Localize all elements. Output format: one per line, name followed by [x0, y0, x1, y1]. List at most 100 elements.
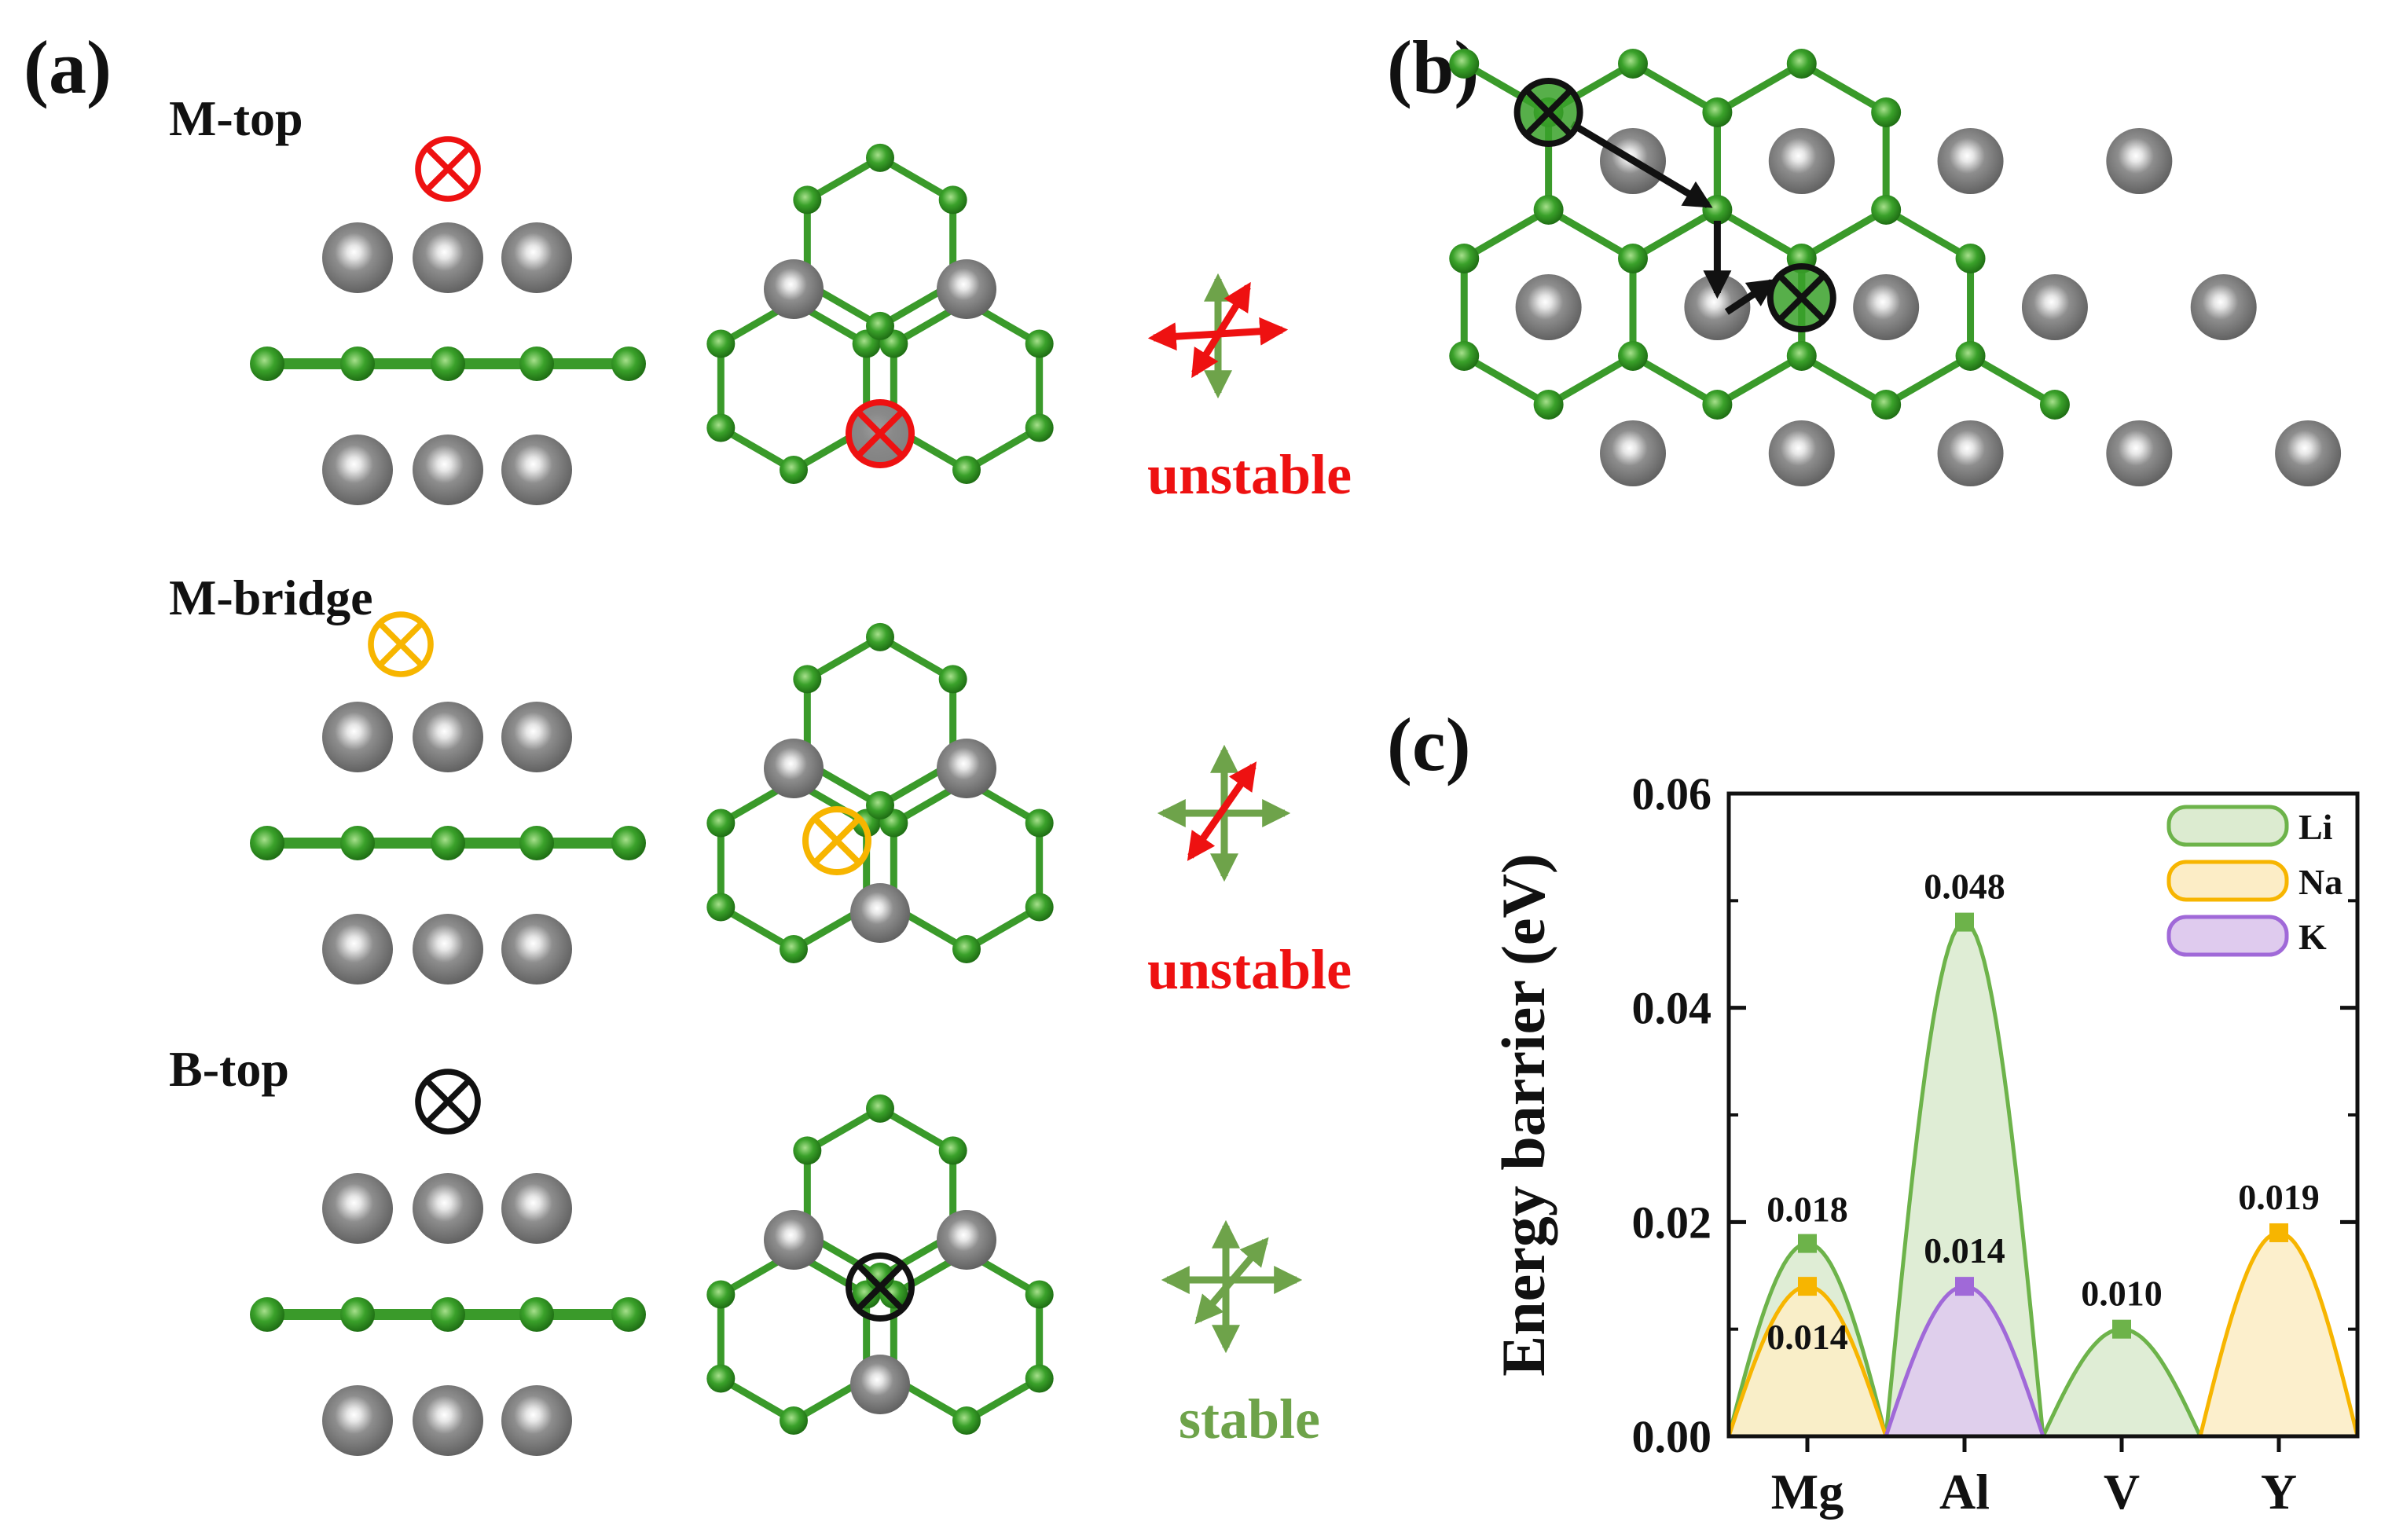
boron-atom — [1955, 244, 1986, 273]
x-tick-label: Y — [2261, 1464, 2297, 1520]
boron-atom — [779, 1406, 808, 1436]
metal-atom — [322, 434, 393, 505]
boron-atom — [1871, 195, 1902, 225]
metal-atom — [322, 222, 393, 293]
metal-atom — [937, 1210, 996, 1270]
boron-atom — [866, 143, 894, 172]
side-view-site-marker — [415, 1069, 481, 1135]
site-name-label: B-top — [169, 1041, 289, 1097]
metal-atom — [764, 1210, 824, 1270]
metal-atom — [322, 914, 393, 984]
x-tick-label: Al — [1939, 1464, 1990, 1520]
legend-swatch — [2166, 915, 2289, 957]
path-arrow — [1570, 121, 1713, 208]
boron-atom — [611, 1297, 646, 1332]
metal-atom — [1684, 274, 1751, 340]
data-label: 0.048 — [1924, 867, 2005, 907]
metal-atom — [1600, 420, 1666, 486]
boron-atom — [938, 665, 967, 694]
y-tick-label: 0.00 — [1632, 1411, 1712, 1462]
hump-fill-li — [2043, 1329, 2200, 1436]
boron-atom — [1702, 195, 1733, 225]
metal-atom — [2021, 274, 2088, 340]
side-view-site-marker — [368, 611, 434, 677]
boron-atom — [866, 1094, 894, 1123]
metal-atom — [501, 222, 572, 293]
boron-atom — [1871, 390, 1902, 420]
stability-arrows — [1161, 1219, 1303, 1354]
bond — [1713, 352, 1806, 409]
metal-atom — [413, 702, 483, 772]
stability-arrows — [1147, 273, 1289, 399]
metal-atom — [937, 259, 996, 319]
arrow-diagonal — [1191, 281, 1251, 379]
boron-atom — [431, 346, 465, 381]
metal-atom — [322, 702, 393, 772]
boron-atom — [1618, 244, 1648, 273]
x-tick-label: V — [2104, 1464, 2140, 1520]
boron-atom — [706, 1364, 736, 1393]
arrow-diagonal — [1194, 1237, 1269, 1325]
boron-atom — [793, 1136, 822, 1165]
legend-item-k: K — [2166, 915, 2327, 957]
boron-atom — [1025, 1364, 1054, 1393]
bond — [1629, 206, 1721, 262]
data-point-li — [1798, 1234, 1817, 1253]
boron-atom — [1449, 341, 1480, 371]
boron-atom — [1533, 195, 1564, 225]
metal-atom — [413, 222, 483, 293]
data-label: 0.014 — [1766, 1317, 1848, 1357]
boron-atom — [611, 826, 646, 860]
boron-atom — [1025, 808, 1054, 838]
bond — [1713, 206, 1806, 262]
boron-atom — [1025, 1280, 1054, 1309]
metal-atom — [322, 1385, 393, 1456]
boron-atom — [1533, 390, 1564, 420]
legend-label: K — [2298, 917, 2327, 957]
boron-atom — [779, 935, 808, 964]
metal-atom — [1768, 420, 1835, 486]
top-view-site-marker — [802, 806, 871, 875]
boron-atom — [793, 185, 822, 214]
bond — [1798, 206, 1890, 262]
boron-atom — [340, 1297, 375, 1332]
boron-atom — [1786, 49, 1817, 79]
boron-atom — [706, 893, 736, 922]
hump-fill-k — [1886, 1286, 2043, 1436]
chart-y-axis-title: Energy barrier (eV) — [1489, 853, 1557, 1377]
bond — [1882, 352, 1975, 409]
metal-atom — [2275, 420, 2342, 486]
bond — [1545, 206, 1637, 262]
diffusion-path-arrows — [1570, 121, 1777, 315]
boron-atom — [1025, 893, 1054, 922]
metal-atom — [413, 1173, 483, 1244]
boron-atom — [340, 346, 375, 381]
metal-atom — [1768, 128, 1835, 194]
metal-atom — [501, 702, 572, 772]
boron-atom — [250, 1297, 284, 1332]
boron-atom — [340, 826, 375, 860]
boron-atom — [519, 826, 554, 860]
boron-atom — [793, 665, 822, 694]
panel-label-c: (c) — [1387, 702, 1471, 786]
diffusion-end-marker — [1766, 263, 1836, 332]
boron-atom — [1618, 49, 1648, 79]
site-name-label: M-top — [169, 90, 303, 146]
boron-atom — [1025, 329, 1054, 358]
boron-atom — [611, 346, 646, 381]
boron-atom — [431, 1297, 465, 1332]
metal-atom — [413, 1385, 483, 1456]
boron-atom — [1702, 390, 1733, 420]
panel-b-diffusion-path — [1449, 49, 2342, 486]
boron-atom — [2039, 390, 2070, 420]
data-point-li — [1955, 912, 1974, 932]
legend-label: Li — [2298, 807, 2333, 847]
bond — [1713, 60, 1806, 116]
y-tick-label: 0.02 — [1632, 1197, 1712, 1248]
legend-item-na: Na — [2166, 860, 2342, 902]
